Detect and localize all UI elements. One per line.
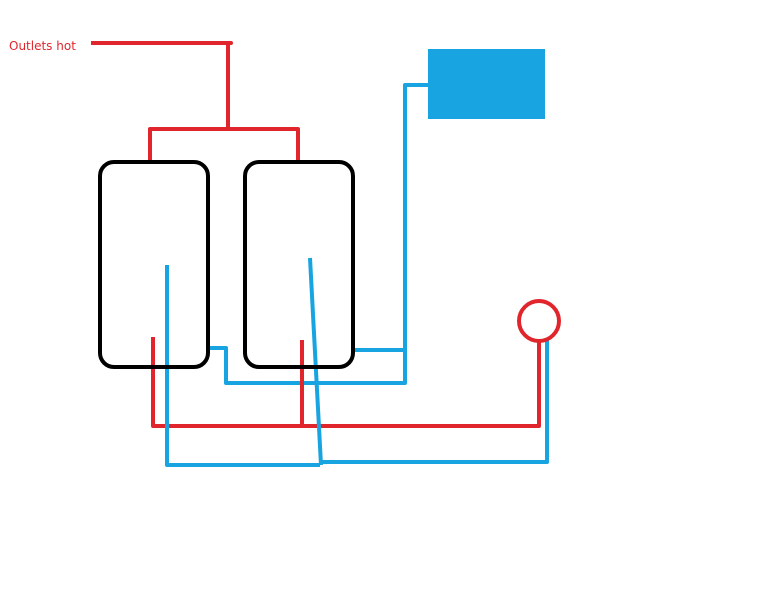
cold-return-pipe [321,339,549,464]
hot-return-pipes [151,337,541,428]
hot-outlet-main-pipe [91,41,233,129]
cylinder-tank-2 [243,160,355,369]
outlets-hot-label: Outlets hot [9,39,76,53]
header-tank [428,49,545,119]
hot-outlet-pipes [91,41,300,163]
tank2-cold-dip-pipe [308,257,323,466]
hot-return-main-pipe [151,337,541,428]
pump-circle [517,299,561,343]
hot-outlet-manifold-pipe [148,127,300,163]
cold-bottom-pipes [165,257,549,467]
tank1-cold-dip-pipe [165,265,320,467]
cylinder-tank-1 [98,160,210,369]
